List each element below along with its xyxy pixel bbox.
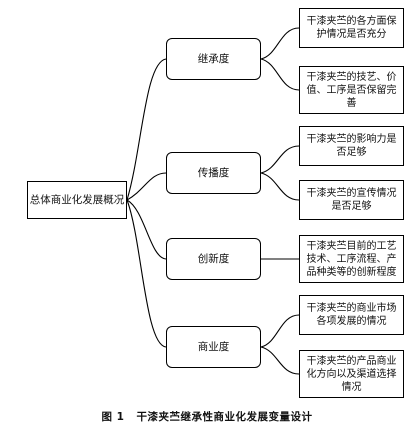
leaf-node-label: 干漆夹苎的宣传情况是否足够 [306, 188, 397, 212]
root-node-label: 总体商业化发展概况 [29, 194, 125, 206]
leaf-node-innovation-1: 干漆夹苎目前的工艺技术、工序流程、产品种类等的创新程度 [299, 235, 404, 283]
leaf-node-inheritance-2: 干漆夹苎的技艺、价值、工序是否保留完善 [299, 66, 404, 114]
connector-root-to-commerce [126, 199, 167, 348]
connector-inheritance-to-leaf-2 [260, 58, 300, 91]
figure-caption: 图 1 干漆夹苎继承性商业化发展变量设计 [0, 409, 414, 424]
connector-spread-to-leaf-2 [260, 172, 300, 201]
leaf-node-commerce-1: 干漆夹苎的商业市场各项发展的情况 [299, 295, 404, 335]
figure-title: 干漆夹苎继承性商业化发展变量设计 [136, 411, 313, 423]
connector-root-to-spread [126, 172, 167, 201]
root-node: 总体商业化发展概况 [27, 181, 127, 219]
connector-commerce-to-leaf-1 [260, 314, 300, 348]
leaf-node-label: 干漆夹苎的各方面保护情况是否充分 [306, 16, 397, 40]
figure-number: 图 1 [101, 411, 125, 423]
leaf-node-label: 干漆夹苎目前的工艺技术、工序流程、产品种类等的创新程度 [306, 240, 397, 278]
leaf-node-label: 干漆夹苎的影响力是否足够 [306, 134, 397, 158]
connector-root-to-inheritance [126, 58, 167, 201]
leaf-node-label: 干漆夹苎的产品商业化方向以及渠道选择情况 [306, 355, 397, 393]
leaf-node-commerce-2: 干漆夹苎的产品商业化方向以及渠道选择情况 [299, 350, 404, 398]
leaf-node-inheritance-1: 干漆夹苎的各方面保护情况是否充分 [299, 8, 404, 48]
leaf-node-label: 干漆夹苎的技艺、价值、工序是否保留完善 [306, 71, 397, 109]
branch-node-label: 继承度 [197, 53, 230, 65]
connector-commerce-to-leaf-2 [260, 346, 300, 375]
branch-node-label: 商业度 [197, 341, 230, 353]
leaf-node-label: 干漆夹苎的商业市场各项发展的情况 [306, 303, 397, 327]
leaf-node-spread-1: 干漆夹苎的影响力是否足够 [299, 126, 404, 166]
leaf-node-spread-2: 干漆夹苎的宣传情况是否足够 [299, 180, 404, 220]
branch-node-spread: 传播度 [166, 152, 261, 194]
branch-node-innovation: 创新度 [166, 238, 261, 280]
branch-node-inheritance: 继承度 [166, 38, 261, 80]
branch-node-label: 传播度 [197, 167, 230, 179]
branch-node-commerce: 商业度 [166, 326, 261, 368]
connector-root-to-innovation [126, 199, 167, 260]
connector-spread-to-leaf-1 [260, 145, 300, 174]
branch-node-label: 创新度 [197, 253, 230, 265]
connector-inheritance-to-leaf-1 [260, 27, 300, 60]
